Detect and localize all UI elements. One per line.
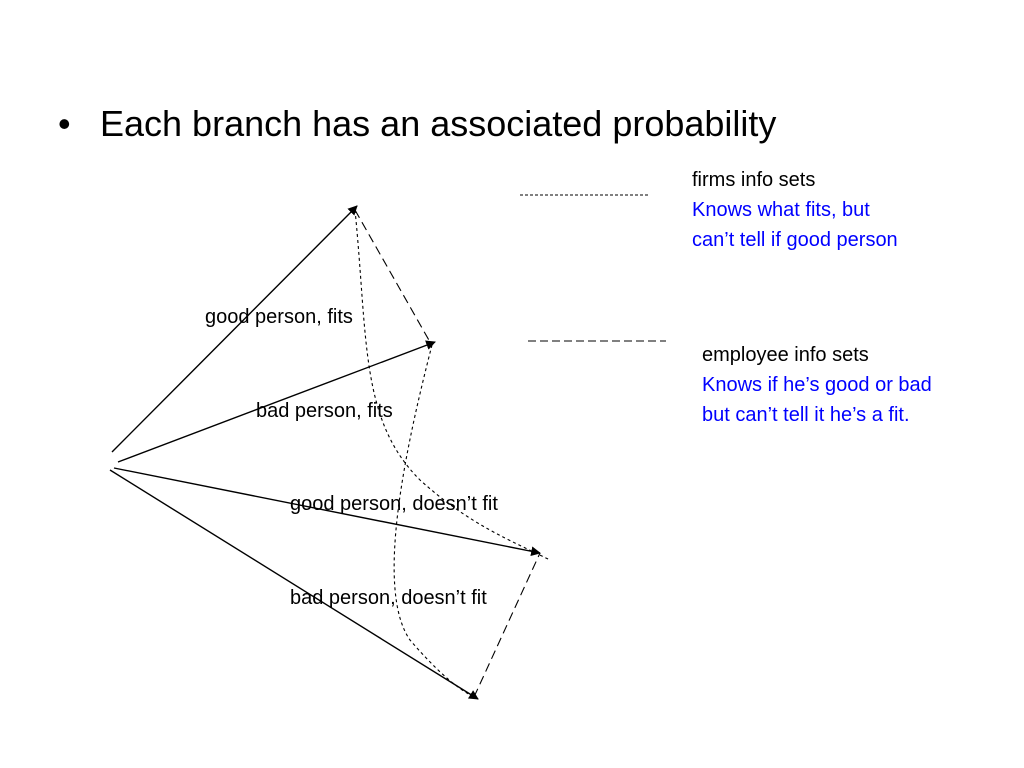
employee-info-line-2: but can’t tell it he’s a fit.: [702, 404, 910, 426]
branch-arrow-good-no-fit: [113, 467, 541, 557]
branch-label-bad-fits: bad person, fits: [256, 400, 393, 422]
branch-arrow-good-fits: [111, 205, 358, 453]
firms-info-line-2: can’t tell if good person: [692, 229, 898, 251]
firms-info-line-1: Knows what fits, but: [692, 199, 870, 221]
branch-label-good-no-fit: good person, doesn’t fit: [290, 493, 498, 515]
firm-info-set-fits: [354, 209, 431, 343]
firms-info-note: firms info sets Knows what fits, but can…: [692, 165, 898, 255]
employee-info-title: employee info sets: [702, 344, 869, 366]
employee-info-line-1: Knows if he’s good or bad: [702, 374, 932, 396]
branch-label-good-fits: good person, fits: [205, 306, 353, 328]
branch-arrow-bad-no-fit: [109, 469, 479, 700]
employee-info-set-good: [354, 209, 551, 561]
firms-info-title: firms info sets: [692, 169, 816, 191]
branch-label-bad-no-fit: bad person, doesn’t fit: [290, 587, 487, 609]
bullet-point: • Each branch has an associated probabili…: [58, 102, 776, 146]
employee-info-note: employee info sets Knows if he’s good or…: [702, 340, 932, 430]
bullet-text: Each branch has an associated probabilit…: [100, 103, 777, 144]
bullet-symbol: •: [58, 103, 71, 144]
firm-info-set-no-fit: [473, 552, 541, 698]
branch-arrow-bad-fits: [117, 340, 436, 463]
employee-info-set-bad: [393, 344, 475, 698]
